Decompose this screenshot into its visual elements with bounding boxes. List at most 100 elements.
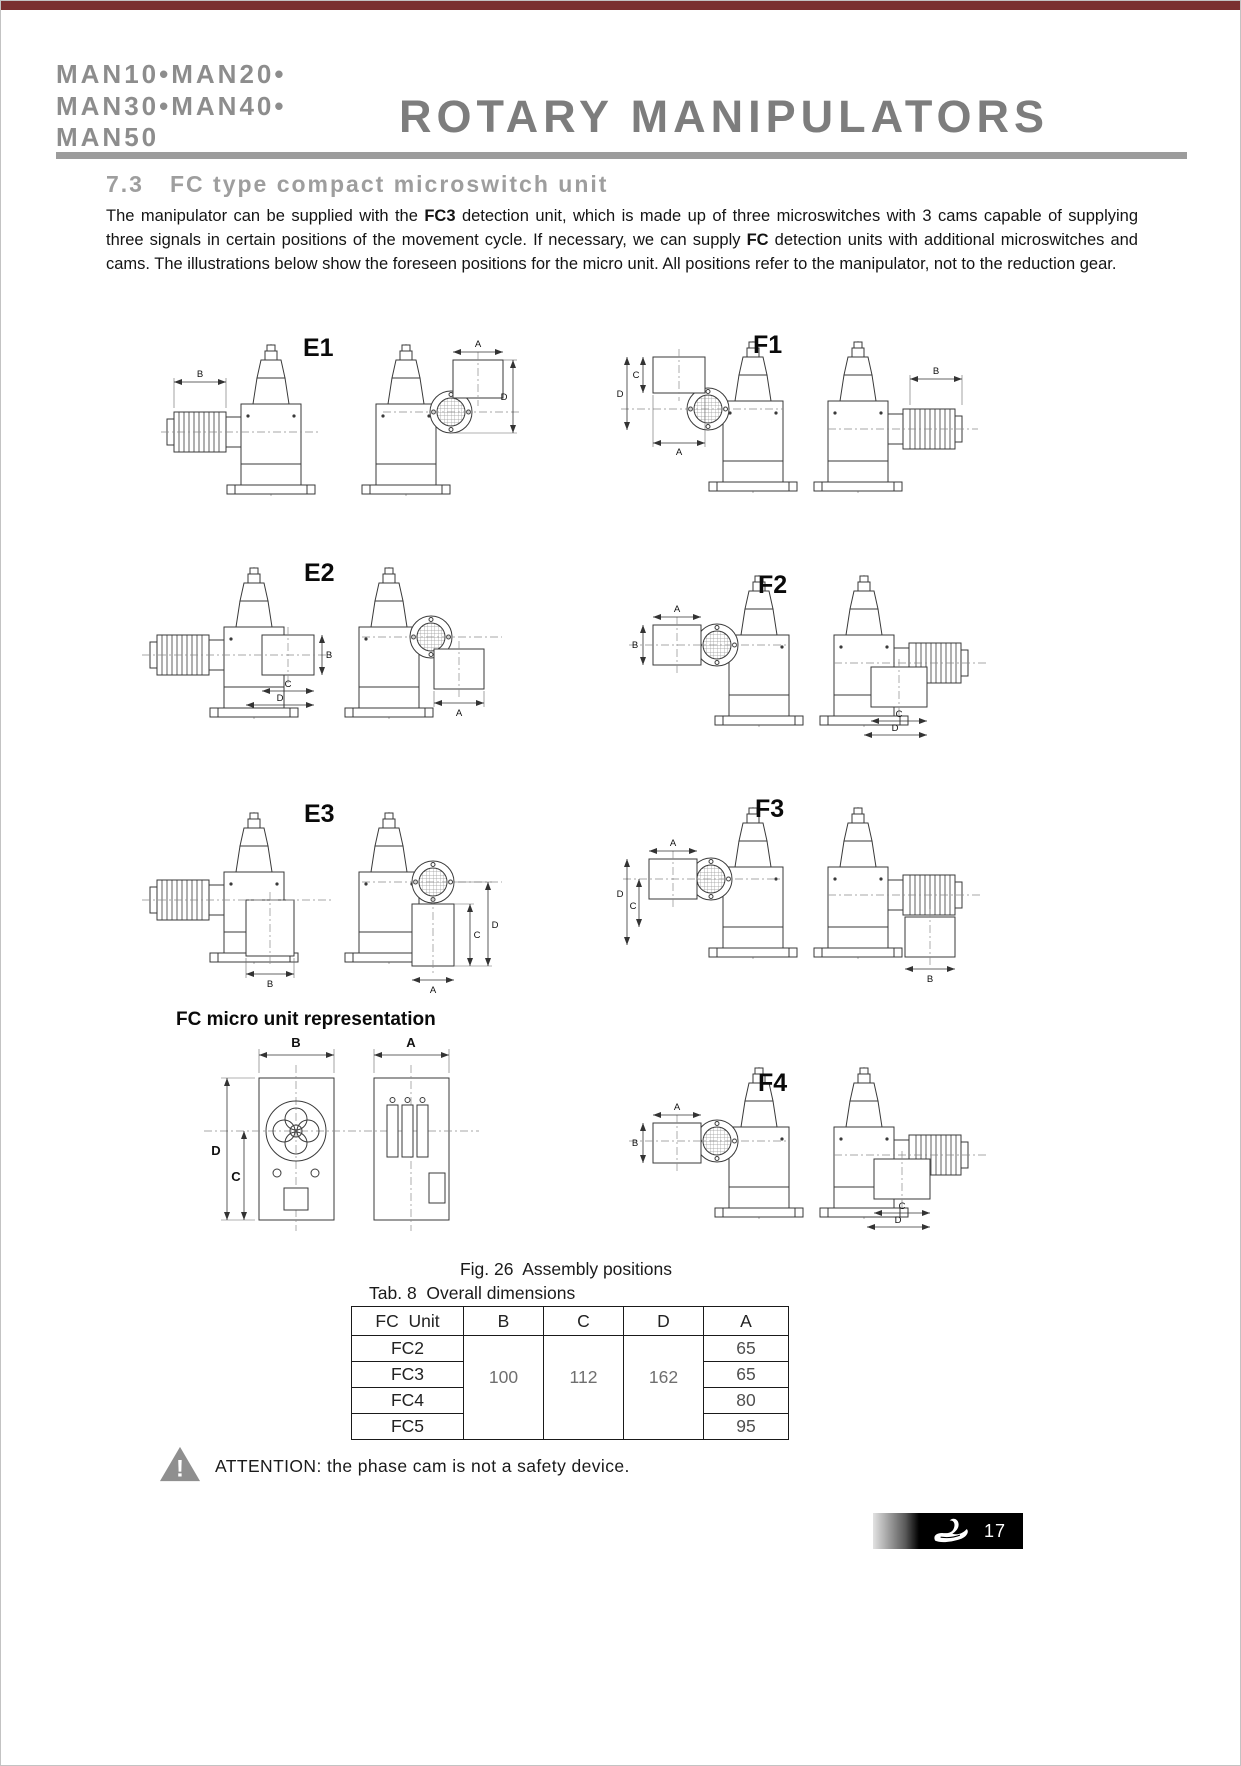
figure-label: F3 [755,795,785,823]
overall-dimensions-table: FC Unit B C D A FC2 100 112 162 65 FC3 6… [351,1306,789,1440]
figure-label: E3 [304,800,335,828]
dim-label: A [430,985,437,996]
page-number: 17 [984,1520,1007,1541]
dim-label: B [927,974,933,985]
dim-label: C [285,679,292,690]
attention-label: ATTENTION: [215,1456,322,1476]
warning-triangle-icon: ! [159,1446,201,1482]
footer-page-bar: 17 [873,1513,1023,1549]
value-a-cell: 65 [703,1335,789,1362]
dim-label: C [630,901,637,912]
technical-drawing-e3: B C D A [142,811,502,996]
table-row: FC5 95 [351,1413,789,1440]
dim-label: D [895,1215,902,1226]
value-c-cell: 112 [543,1335,624,1440]
intro-text-part: The manipulator can be supplied with the [106,207,425,225]
figure-label: E1 [303,334,334,362]
unit-cell: FC4 [351,1387,464,1414]
dim-label: A [406,1035,416,1050]
dim-label: C [231,1169,241,1184]
dim-label: D [617,889,624,900]
table-row: FC2 100 112 162 65 [351,1335,789,1440]
dim-label: B [933,366,939,377]
figure-label: F2 [758,571,788,599]
dim-label: D [892,723,899,734]
col-header-c: C [543,1306,624,1336]
section-heading: 7.3 FC type compact microswitch unit [106,171,608,198]
figure-label: F4 [758,1069,788,1097]
dim-label: B [291,1035,300,1050]
value-a-cell: 95 [703,1413,789,1440]
table-header-row: FC Unit B C D A [351,1306,789,1336]
exclamation-mark: ! [176,1455,184,1482]
dim-label: D [492,920,499,931]
intro-text-part: detection units with additional microswi… [106,230,1138,273]
technical-drawing-e2: B C D A [142,566,502,723]
microswitch [386,1104,399,1158]
intro-paragraph: The manipulator can be supplied with the… [106,205,1138,277]
unit-cell: FC3 [351,1361,464,1388]
figure-e1: E1 B A D [151,334,523,512]
unit-cell: FC2 [351,1335,464,1362]
figure-e3: E3 B C D A [134,798,506,996]
dim-label: C [899,1201,906,1212]
technical-drawing-f3: A D C B [617,806,981,985]
dim-label: D [211,1143,220,1158]
microswitch [416,1104,429,1158]
figure-label: F1 [753,331,783,359]
col-header-fc-unit: FC Unit [351,1306,464,1336]
col-header-d: D [623,1306,704,1336]
attention-text: the phase cam is not a safety device. [321,1456,630,1476]
technical-drawing-micro-unit: B A D C [204,1035,479,1231]
technical-drawing-f4: A B C D [629,1066,987,1230]
dim-label: B [267,979,273,990]
figure-f4: F4 A B C D [619,1061,991,1243]
figure-f1: F1 C D A B [613,331,985,509]
figure-micro-unit: B A D C [189,1033,489,1265]
dim-label: C [633,370,640,381]
unit-cell: FC5 [351,1413,464,1440]
value-a-cell: 65 [703,1361,789,1388]
col-header-b: B [463,1306,544,1336]
dim-label: B [326,650,332,661]
section-title: FC type compact microswitch unit [169,171,609,197]
dim-label: B [197,369,203,380]
dim-label: A [674,604,681,615]
dim-label: A [674,1102,681,1113]
dim-label: C [896,709,903,720]
dim-label: A [475,339,482,350]
section-number: 7.3 [106,171,144,197]
model-line: MAN50 [56,122,160,153]
figure-caption: Fig. 26 Assembly positions [459,1259,673,1279]
technical-drawing-f1: C D A B [617,340,978,497]
figure-label: E2 [304,559,335,587]
publisher-swan-logo-icon [934,1518,968,1543]
microswitch [401,1104,414,1158]
col-header-a: A [703,1306,789,1336]
dim-label: D [617,389,624,400]
value-d-cell: 162 [623,1335,704,1440]
header-rule [56,152,1187,159]
table-caption: Tab. 8 Overall dimensions [369,1283,576,1303]
dim-label: C [474,930,481,941]
cam-disc [265,1100,327,1162]
dim-label: A [670,838,677,849]
intro-text-part: detection unit, which is made up of thre… [106,207,1138,249]
dim-label: B [632,1138,638,1149]
intro-bold-fc3: FC3 [424,207,456,225]
dim-label: A [676,447,683,458]
dim-label: D [501,392,508,403]
dim-label: D [277,693,284,704]
footer-gradient [873,1513,919,1549]
model-list: MAN10•MAN20• MAN30•MAN40• MAN50 [56,59,286,154]
technical-drawing-f2: A B C D [629,574,987,738]
page-top-accent-bar [1,1,1240,10]
figure-f3: F3 A D C B [613,793,985,991]
footer-black-block: 17 [919,1513,1023,1549]
figure-e2: E2 B C D A [134,559,506,744]
dim-label: B [632,640,638,651]
dim-label: A [456,708,463,719]
attention-note: ATTENTION: the phase cam is not a safety… [215,1456,630,1477]
model-line: MAN30•MAN40• [56,90,287,121]
